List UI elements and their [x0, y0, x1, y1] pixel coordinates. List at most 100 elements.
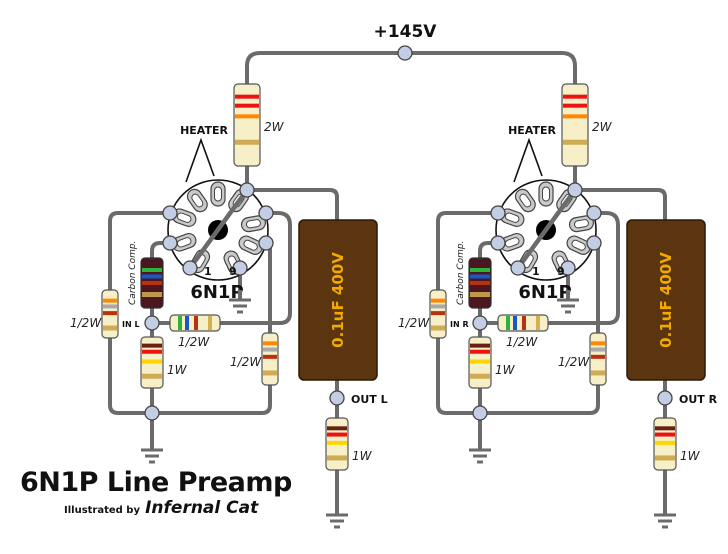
resistor-band	[563, 103, 587, 108]
resistor-band	[470, 268, 490, 272]
resistor-band	[235, 139, 259, 145]
resistor-band	[208, 316, 212, 330]
lug-hole	[243, 239, 258, 251]
resistor-band	[655, 426, 675, 431]
cathode-wire	[264, 241, 272, 335]
grid-wire	[150, 241, 172, 260]
bottom-loop-wire	[108, 336, 272, 415]
internal-jumper-wire	[515, 187, 578, 271]
cathode-rating: 1/2W	[230, 355, 262, 369]
socket-pin-node	[560, 260, 576, 276]
resistor-band	[263, 370, 277, 376]
grid-leak-rating: 1/2W	[398, 316, 430, 330]
resistor-band	[103, 325, 117, 331]
resistor-band	[591, 341, 605, 346]
resistor-band	[470, 359, 490, 364]
bottom-loop-wire	[436, 336, 600, 415]
socket-pin-lug	[171, 233, 197, 252]
socket-pin-node	[258, 205, 274, 221]
credit-line: Illustrated by Infernal Cat	[64, 498, 258, 518]
resistor-band	[142, 268, 162, 272]
resistor-band	[655, 432, 675, 437]
feedback-loop-wire	[216, 211, 292, 325]
resistor-band	[235, 103, 259, 108]
resistor-band	[235, 114, 259, 119]
diagram-title: 6N1P Line Preamp	[20, 467, 292, 498]
resistor-band	[185, 316, 189, 330]
socket-pin-lug	[210, 181, 226, 207]
resistor-body	[261, 332, 279, 386]
resistor-band	[142, 281, 162, 285]
lug-hole	[571, 239, 586, 251]
plate-to-cap-wire	[245, 188, 339, 222]
socket-pin-node	[586, 205, 602, 221]
resistor-band	[536, 316, 540, 330]
input-label: IN R	[450, 320, 469, 329]
carbon-comp-label: Carbon Comp.	[456, 241, 466, 305]
resistor-band	[263, 354, 277, 359]
supply-rail: +145V	[245, 22, 577, 86]
resistor-body	[589, 332, 607, 386]
ground-symbol	[654, 505, 676, 529]
resistor-band	[655, 440, 675, 445]
output-resistor-rating: 1W	[352, 449, 373, 463]
plate-resistor	[561, 83, 589, 167]
socket-pin-lug	[514, 188, 536, 213]
grid-leak-rating: 1/2W	[70, 316, 102, 330]
lug-hole	[176, 212, 192, 223]
grid-wire	[478, 241, 500, 260]
grid-leak-resistor	[101, 289, 119, 339]
ground-symbol	[229, 290, 251, 314]
lug-hole	[246, 219, 261, 229]
output-resistor	[325, 417, 349, 471]
resistor-band	[470, 343, 490, 348]
tube-label: 6N1P	[518, 282, 571, 303]
capacitor-body	[626, 219, 706, 381]
heater-pointer	[185, 137, 215, 183]
cathode-resistor	[589, 332, 607, 386]
pin-1-label: 1	[204, 265, 212, 278]
resistor-band	[431, 311, 445, 316]
coupling-capacitor: 0.1uF 400V	[298, 219, 378, 381]
socket-pin-lug	[499, 208, 525, 227]
socket-pin-lug	[171, 208, 197, 227]
lug-hole	[504, 212, 520, 223]
heater-pointer	[513, 137, 543, 183]
output-resistor	[653, 417, 677, 471]
plate-to-cap-wire	[573, 188, 667, 222]
resistor-band	[470, 373, 490, 379]
input-node	[472, 315, 488, 331]
ground-symbol	[326, 505, 348, 529]
resistor-band	[103, 311, 117, 316]
carbon-comp-label: Carbon Comp.	[128, 241, 138, 305]
socket-pin-node	[182, 260, 198, 276]
resistor-band	[655, 455, 675, 461]
resistor-band	[142, 292, 162, 297]
output-label: OUT R	[679, 393, 718, 406]
input-shunt-rating: 1W	[495, 363, 516, 377]
credit-author: Infernal Cat	[145, 498, 259, 518]
lug-hole	[574, 219, 589, 229]
plate-resistor-rating: 2W	[264, 120, 285, 134]
resistor-band	[327, 440, 347, 445]
grid-leak-top-wire	[108, 211, 172, 292]
ground-junction-node	[144, 405, 160, 421]
grid-stopper-resistor	[468, 257, 492, 309]
input-series-resistor	[497, 314, 549, 332]
input-shunt-resistor	[140, 336, 164, 389]
socket-pin-node	[162, 235, 178, 251]
tube-label: 6N1P	[190, 282, 243, 303]
resistor-band	[178, 316, 182, 330]
internal-jumper-wire	[187, 187, 250, 271]
resistor-band	[431, 325, 445, 331]
coupling-capacitor: 0.1uF 400V	[626, 219, 706, 381]
resistor-band	[103, 304, 117, 309]
socket-pin-node	[510, 260, 526, 276]
ground-symbol	[141, 440, 163, 464]
supply-label: +145V	[374, 22, 438, 42]
resistor-band	[194, 316, 198, 330]
heater-label: HEATER	[180, 124, 228, 137]
resistor-band	[327, 455, 347, 461]
